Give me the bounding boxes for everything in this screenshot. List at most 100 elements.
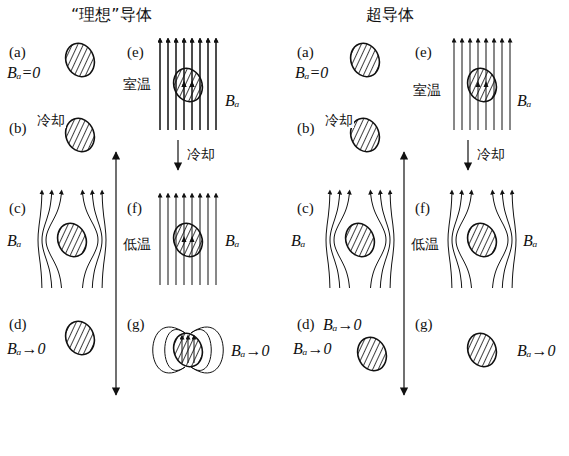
field-line: [200, 195, 201, 285]
field-line: [512, 192, 516, 288]
field-line: [208, 40, 209, 130]
field-line: [390, 192, 394, 288]
panel-letter: (f): [414, 200, 431, 217]
field-label: Bₐ→0: [230, 342, 270, 360]
sample-body: [463, 219, 501, 261]
field-label: Bₐ: [224, 92, 240, 110]
sample-body: [169, 219, 207, 261]
field-label: Bₐ: [522, 232, 538, 250]
field-line: [216, 40, 217, 130]
field-arrow: [484, 81, 489, 87]
field-line: [176, 195, 177, 285]
field-line: [454, 40, 455, 130]
field-label: Bₐ: [224, 232, 240, 250]
field-line: [38, 192, 42, 288]
sample-body: [61, 39, 99, 81]
sample-body: [346, 39, 384, 81]
sample-body: [53, 219, 91, 261]
sample-body: [169, 329, 207, 371]
field-line: [160, 40, 161, 130]
condition-label: 冷却: [476, 146, 506, 162]
field-line: [462, 40, 463, 130]
field-arrow: [190, 236, 195, 242]
condition-label: 冷却: [186, 146, 216, 162]
panel-letter: (d): [296, 316, 316, 333]
field-label: Bₐ: [516, 92, 532, 110]
field-label: Bₐ: [290, 232, 306, 250]
panel-letter: (f): [126, 200, 143, 217]
condition-label: 低温: [122, 236, 152, 252]
sample-body: [169, 64, 207, 106]
trapped-flux-line: [188, 337, 189, 363]
panel-letter: (d): [8, 316, 28, 333]
panel-letter: (g): [126, 316, 146, 333]
condition-label: 室温: [412, 82, 442, 98]
panel-letter: (e): [414, 44, 433, 61]
field-line: [176, 40, 177, 130]
cooling-arrow: [177, 140, 178, 170]
sample-body: [341, 219, 379, 261]
field-line: [448, 192, 452, 288]
field-line: [208, 195, 209, 285]
column-heading: “理想”导体: [70, 6, 153, 24]
field-line: [102, 192, 106, 288]
field-line: [42, 192, 52, 288]
sample-body: [463, 64, 501, 106]
field-line: [470, 40, 471, 130]
condition-label: 低温: [410, 236, 440, 252]
field-arrow: [182, 81, 187, 87]
field-line: [380, 192, 390, 288]
field-label: Bₐ→0: [292, 340, 332, 358]
condition-label: 冷却: [36, 112, 66, 128]
field-label: Bₐ=0: [6, 64, 41, 82]
panel-letter: (c): [8, 200, 27, 217]
field-line: [168, 40, 169, 130]
panel-letter: (g): [414, 316, 434, 333]
return-flux-loop: [153, 327, 185, 373]
return-flux-loop: [191, 330, 211, 371]
field-line: [216, 40, 217, 130]
field-line: [452, 192, 462, 288]
field-line: [200, 40, 201, 130]
trapped-flux-line: [182, 337, 183, 363]
sample-body: [463, 329, 501, 371]
field-line: [494, 40, 495, 130]
panel-letter: (a): [296, 44, 315, 61]
condition-label: 室温: [122, 76, 152, 92]
field-line: [510, 40, 511, 130]
field-line: [502, 192, 512, 288]
sample-body: [61, 114, 99, 156]
field-label: Bₐ→0: [322, 316, 362, 334]
field-line: [216, 195, 217, 285]
trapped-flux-line: [194, 337, 195, 363]
field-line: [330, 192, 340, 288]
field-line: [92, 192, 102, 288]
return-flux-loop: [165, 330, 185, 371]
field-line: [176, 40, 177, 130]
return-flux-loop: [191, 327, 223, 373]
panel-letter: (b): [296, 120, 316, 137]
field-line: [160, 195, 161, 285]
field-label: Bₐ=0: [294, 64, 329, 82]
field-line: [168, 195, 169, 285]
temperature-range-arrow: [403, 152, 404, 395]
field-arrow: [476, 81, 481, 87]
field-label: Bₐ: [6, 232, 22, 250]
panel-letter: (b): [8, 120, 28, 137]
sample-body: [353, 333, 391, 375]
field-line: [200, 40, 201, 130]
column-heading: 超导体: [365, 6, 415, 24]
condition-label: 冷却: [324, 112, 354, 128]
field-arrow: [182, 236, 187, 242]
field-arrow: [190, 81, 195, 87]
field-line: [208, 40, 209, 130]
panel-letter: (e): [126, 44, 145, 61]
temperature-range-arrow: [115, 152, 116, 395]
panel-letter: (a): [8, 44, 27, 61]
field-label: Bₐ→0: [516, 342, 556, 360]
cooling-arrow: [467, 140, 468, 170]
field-line: [502, 40, 503, 130]
sample-body: [61, 317, 99, 359]
panel-letter: (c): [296, 200, 315, 217]
